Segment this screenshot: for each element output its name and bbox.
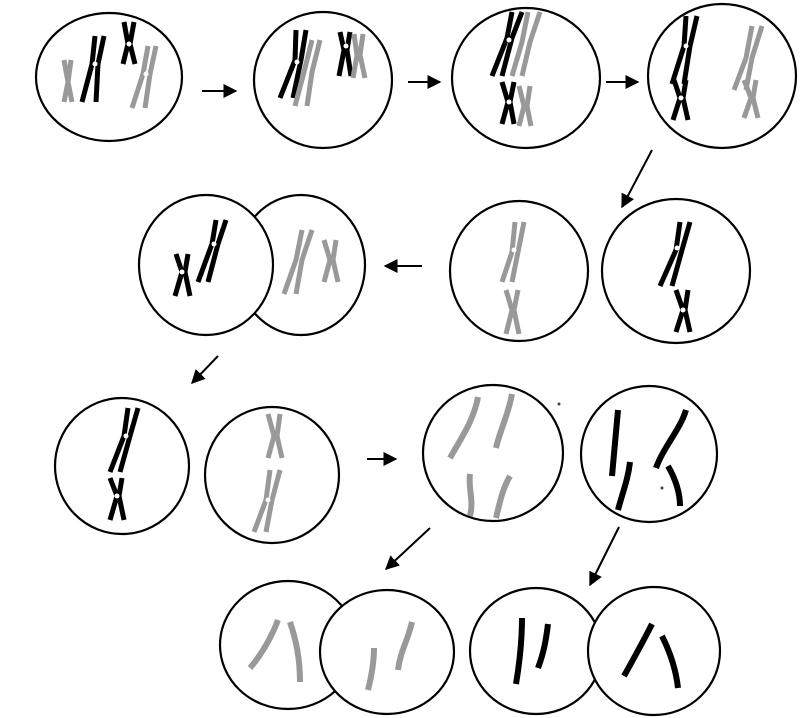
chromosome-gray-large [731,25,765,91]
cell-membrane-left [468,586,604,716]
cell-anaphase-ii [421,383,719,524]
cell-prophase-ii [53,396,341,545]
cell-telophase-ii-gray [218,579,456,716]
chromosome-black-large [489,11,525,77]
cell-membrane-left [448,199,590,343]
chromosome-gray-large [129,45,159,109]
chromosome-gray-small [265,413,285,459]
cell-membrane [646,2,798,150]
chromosome-gray-large [509,11,543,77]
cell-anaphase-i [646,2,798,150]
chromosome-gray-small [321,239,341,283]
chromosome-black-large [277,29,309,99]
cell-membrane-right [203,405,341,545]
cell-cytokinesis-i [137,193,367,337]
arrow [191,355,219,385]
chromatids-gray [447,393,515,519]
chromosome-gray-large [292,39,323,107]
cell-membrane-left [421,383,565,523]
cell-metaphase-i [450,6,602,150]
cell-prophase-i [252,10,394,150]
chromosome-gray-small [741,79,761,119]
arrow [384,527,431,570]
centromere [92,61,98,67]
cell-membrane-right [318,588,456,716]
cell-membrane [34,11,184,143]
chromosome-gray-small [61,59,75,103]
chromosome-gray-large [281,229,315,295]
arrow [589,526,620,587]
chromosome-black-large [79,35,107,103]
chromatids-black [513,617,681,689]
cell-telophase-i [448,197,752,345]
arrow [621,149,653,209]
chromatids-black [609,409,689,511]
cell-membrane [450,6,602,150]
cell-membrane [252,10,394,150]
cell-interphase [34,11,184,143]
chromatids-gray [247,618,415,691]
cell-membrane-right [586,585,722,717]
chromosome-gray-large [499,221,527,283]
cell-telophase-ii-black [468,585,722,717]
cell-membrane-right [579,384,719,524]
chromosome-gray-small [503,289,522,335]
chromosome-gray-small [516,85,534,127]
chromosome-gray-small [350,33,368,79]
chromosome-black-small [336,31,354,77]
